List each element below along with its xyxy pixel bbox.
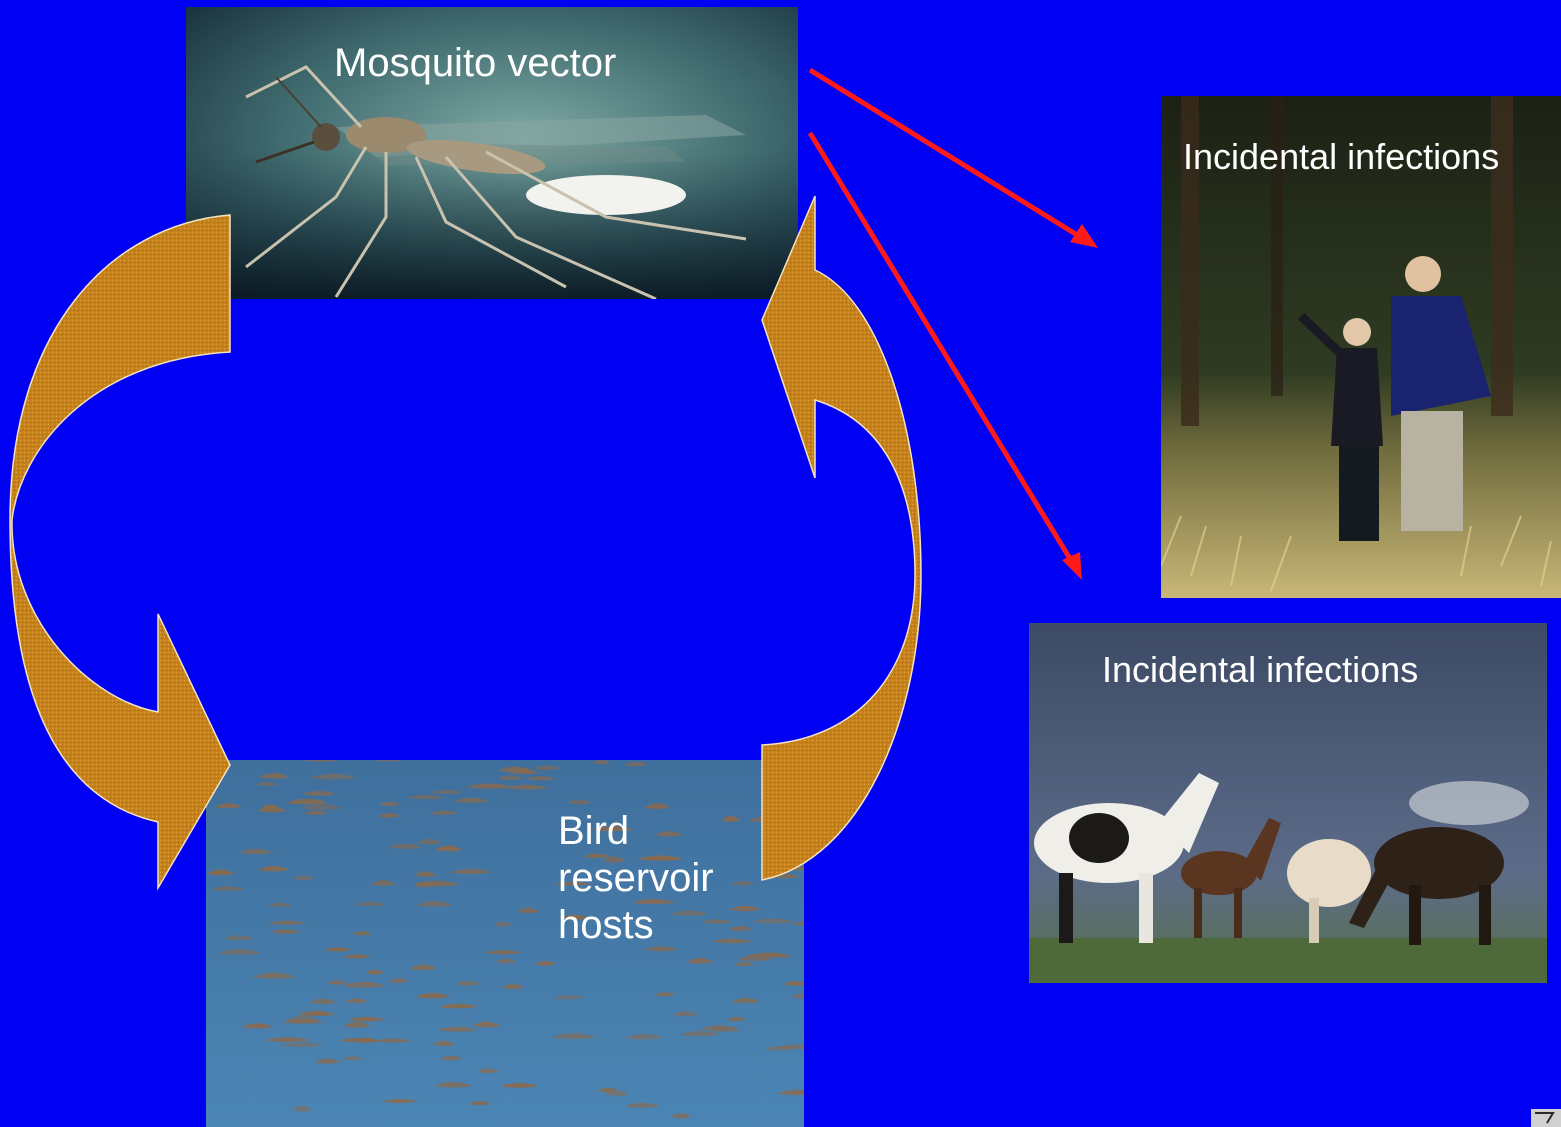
- mosquito-vector-label: Mosquito vector: [334, 41, 616, 86]
- incidental-infections-horses-node: Incidental infections: [1029, 623, 1547, 983]
- incidental-infections-horses-label: Incidental infections: [1102, 649, 1418, 691]
- mosquito-vector-node: Mosquito vector: [186, 7, 798, 299]
- corner-logo-icon: [1523, 1105, 1561, 1127]
- bird-reservoir-hosts-label: Bird reservoir hosts: [558, 808, 778, 950]
- mosquito-to-horses-arrow: [810, 133, 1082, 580]
- mosquito-to-humans-arrow: [810, 70, 1098, 248]
- incidental-infections-humans-label: Incidental infections: [1183, 136, 1499, 178]
- incidental-infections-humans-node: Incidental infections: [1161, 96, 1561, 598]
- bird-reservoir-hosts-node: Bird reservoir hosts: [206, 760, 804, 1127]
- mosquito-to-birds-arrow: [10, 215, 230, 888]
